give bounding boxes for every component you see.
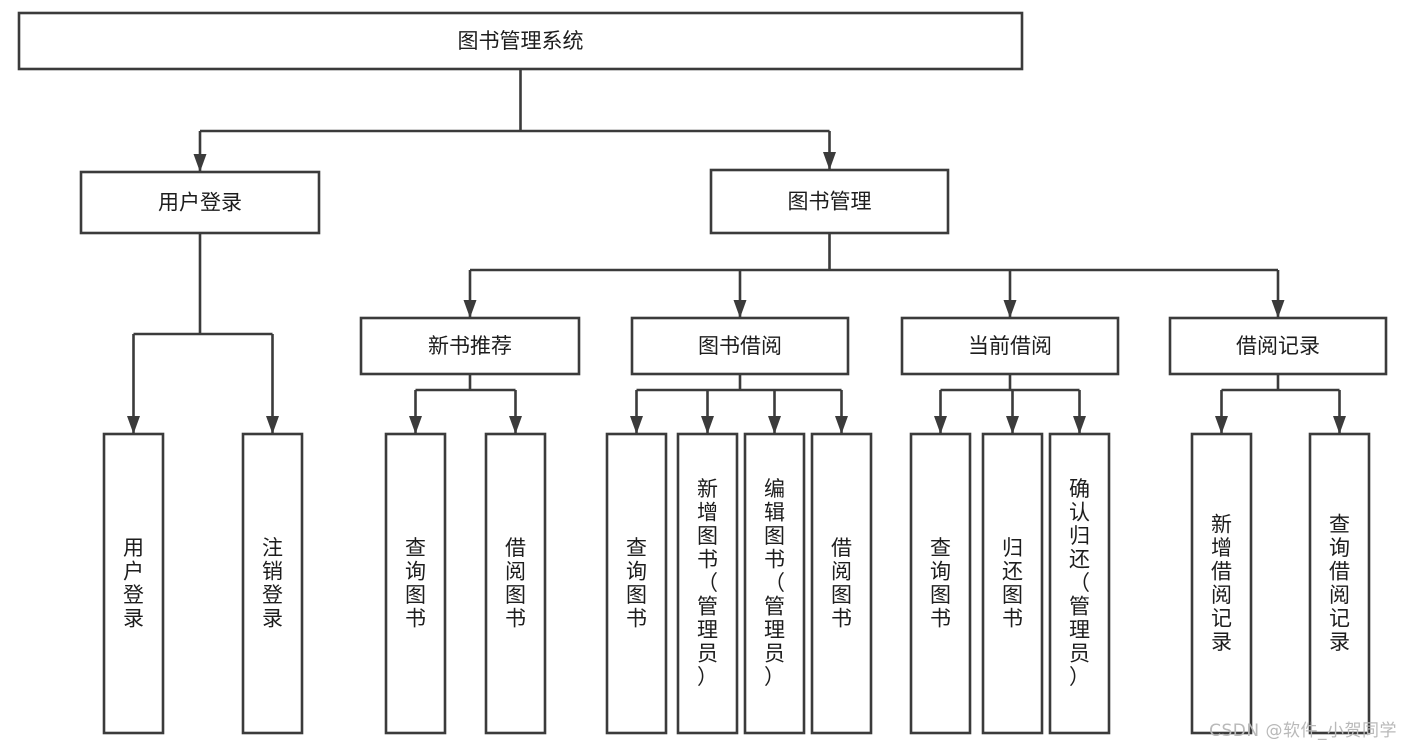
node-label-user-login-leaf: 用户登录 bbox=[123, 536, 144, 631]
node-box-cb-confirm bbox=[1048, 432, 1111, 735]
arrow-head-icon bbox=[509, 416, 522, 434]
node-label-root: 图书管理系统 bbox=[458, 29, 584, 53]
node-box-new-book-rec bbox=[359, 316, 581, 376]
node-label-nbr-borrow: 借阅图书 bbox=[505, 536, 526, 631]
arrow-head-icon bbox=[733, 300, 747, 318]
arrow-head-icon bbox=[1215, 416, 1228, 434]
arrow-head-icon bbox=[266, 416, 279, 434]
node-box-current-borrow bbox=[900, 316, 1120, 376]
node-box-bb-edit bbox=[743, 432, 806, 735]
node-box-cb-query bbox=[909, 432, 972, 735]
node-label-logout-leaf: 注销登录 bbox=[262, 536, 283, 631]
node-box-cb-return bbox=[981, 432, 1044, 735]
node-nbr-query[interactable]: 查询图书 bbox=[384, 432, 447, 735]
node-label-bb-add: 新增图书（管理员） bbox=[697, 477, 718, 689]
node-box-nbr-borrow bbox=[484, 432, 547, 735]
edge-group-book-borrow bbox=[630, 374, 848, 434]
node-user-login[interactable]: 用户登录 bbox=[79, 170, 321, 235]
node-label-book-borrow: 图书借阅 bbox=[698, 334, 782, 358]
node-current-borrow[interactable]: 当前借阅 bbox=[900, 316, 1120, 376]
node-bb-add[interactable]: 新增图书（管理员） bbox=[676, 432, 739, 735]
node-box-br-add bbox=[1190, 432, 1253, 735]
node-box-root bbox=[17, 11, 1024, 71]
arrow-head-icon bbox=[1006, 416, 1019, 434]
node-box-nbr-query bbox=[384, 432, 447, 735]
node-bb-edit[interactable]: 编辑图书（管理员） bbox=[743, 432, 806, 735]
edge-group-new-book-rec bbox=[409, 374, 522, 434]
arrow-head-icon bbox=[835, 416, 848, 434]
arrow-head-icon bbox=[823, 152, 836, 170]
node-layer: 图书管理系统用户登录图书管理新书推荐图书借阅当前借阅借阅记录用户登录注销登录查询… bbox=[17, 11, 1388, 735]
node-label-bb-borrow: 借阅图书 bbox=[831, 536, 852, 631]
node-root[interactable]: 图书管理系统 bbox=[17, 11, 1024, 71]
edge-group-borrow-record bbox=[1215, 374, 1346, 434]
arrow-head-icon bbox=[409, 416, 422, 434]
node-label-new-book-rec: 新书推荐 bbox=[428, 334, 512, 358]
node-br-query[interactable]: 查询借阅记录 bbox=[1308, 432, 1371, 735]
node-label-borrow-record: 借阅记录 bbox=[1236, 334, 1320, 358]
node-box-logout-leaf bbox=[241, 432, 304, 735]
node-box-book-manage bbox=[709, 168, 950, 235]
node-book-borrow[interactable]: 图书借阅 bbox=[630, 316, 850, 376]
node-label-nbr-query: 查询图书 bbox=[405, 536, 426, 631]
node-box-user-login bbox=[79, 170, 321, 235]
node-logout-leaf[interactable]: 注销登录 bbox=[241, 432, 304, 735]
arrow-head-icon bbox=[701, 416, 714, 434]
node-bb-query[interactable]: 查询图书 bbox=[605, 432, 668, 735]
node-label-user-login: 用户登录 bbox=[158, 191, 242, 215]
node-new-book-rec[interactable]: 新书推荐 bbox=[359, 316, 581, 376]
node-box-user-login-leaf bbox=[102, 432, 165, 735]
arrow-head-icon bbox=[127, 416, 140, 434]
node-label-bb-query: 查询图书 bbox=[626, 536, 647, 631]
arrow-head-icon bbox=[768, 416, 781, 434]
node-label-br-query: 查询借阅记录 bbox=[1329, 512, 1350, 654]
node-label-br-add: 新增借阅记录 bbox=[1211, 512, 1232, 654]
node-box-bb-borrow bbox=[810, 432, 873, 735]
node-borrow-record[interactable]: 借阅记录 bbox=[1168, 316, 1388, 376]
node-nbr-borrow[interactable]: 借阅图书 bbox=[484, 432, 547, 735]
node-book-manage[interactable]: 图书管理 bbox=[709, 168, 950, 235]
arrow-head-icon bbox=[1271, 300, 1285, 318]
node-label-bb-edit: 编辑图书（管理员） bbox=[764, 477, 785, 689]
node-box-br-query bbox=[1308, 432, 1371, 735]
edge-group-user-login bbox=[127, 233, 279, 434]
edge-group-current-borrow bbox=[934, 374, 1086, 434]
node-label-cb-confirm: 确认归还（管理员） bbox=[1069, 477, 1090, 689]
edge-group-root bbox=[193, 69, 836, 172]
arrow-head-icon bbox=[630, 416, 643, 434]
arrow-head-icon bbox=[193, 154, 207, 172]
arrow-head-icon bbox=[463, 300, 477, 318]
arrow-head-icon bbox=[1003, 300, 1017, 318]
node-label-current-borrow: 当前借阅 bbox=[968, 334, 1052, 358]
node-label-cb-query: 查询图书 bbox=[930, 536, 951, 631]
node-box-book-borrow bbox=[630, 316, 850, 376]
node-bb-borrow[interactable]: 借阅图书 bbox=[810, 432, 873, 735]
node-box-bb-add bbox=[676, 432, 739, 735]
node-cb-return[interactable]: 归还图书 bbox=[981, 432, 1044, 735]
node-box-bb-query bbox=[605, 432, 668, 735]
node-label-cb-return: 归还图书 bbox=[1002, 536, 1023, 631]
arrow-head-icon bbox=[934, 416, 947, 434]
node-box-borrow-record bbox=[1168, 316, 1388, 376]
arrow-head-icon bbox=[1073, 416, 1086, 434]
node-user-login-leaf[interactable]: 用户登录 bbox=[102, 432, 165, 735]
edge-group-book-manage bbox=[463, 233, 1285, 318]
arrow-head-icon bbox=[1333, 416, 1346, 434]
node-cb-confirm[interactable]: 确认归还（管理员） bbox=[1048, 432, 1111, 735]
node-label-book-manage: 图书管理 bbox=[788, 190, 872, 214]
node-cb-query[interactable]: 查询图书 bbox=[909, 432, 972, 735]
node-br-add[interactable]: 新增借阅记录 bbox=[1190, 432, 1253, 735]
connector-layer bbox=[127, 69, 1346, 434]
